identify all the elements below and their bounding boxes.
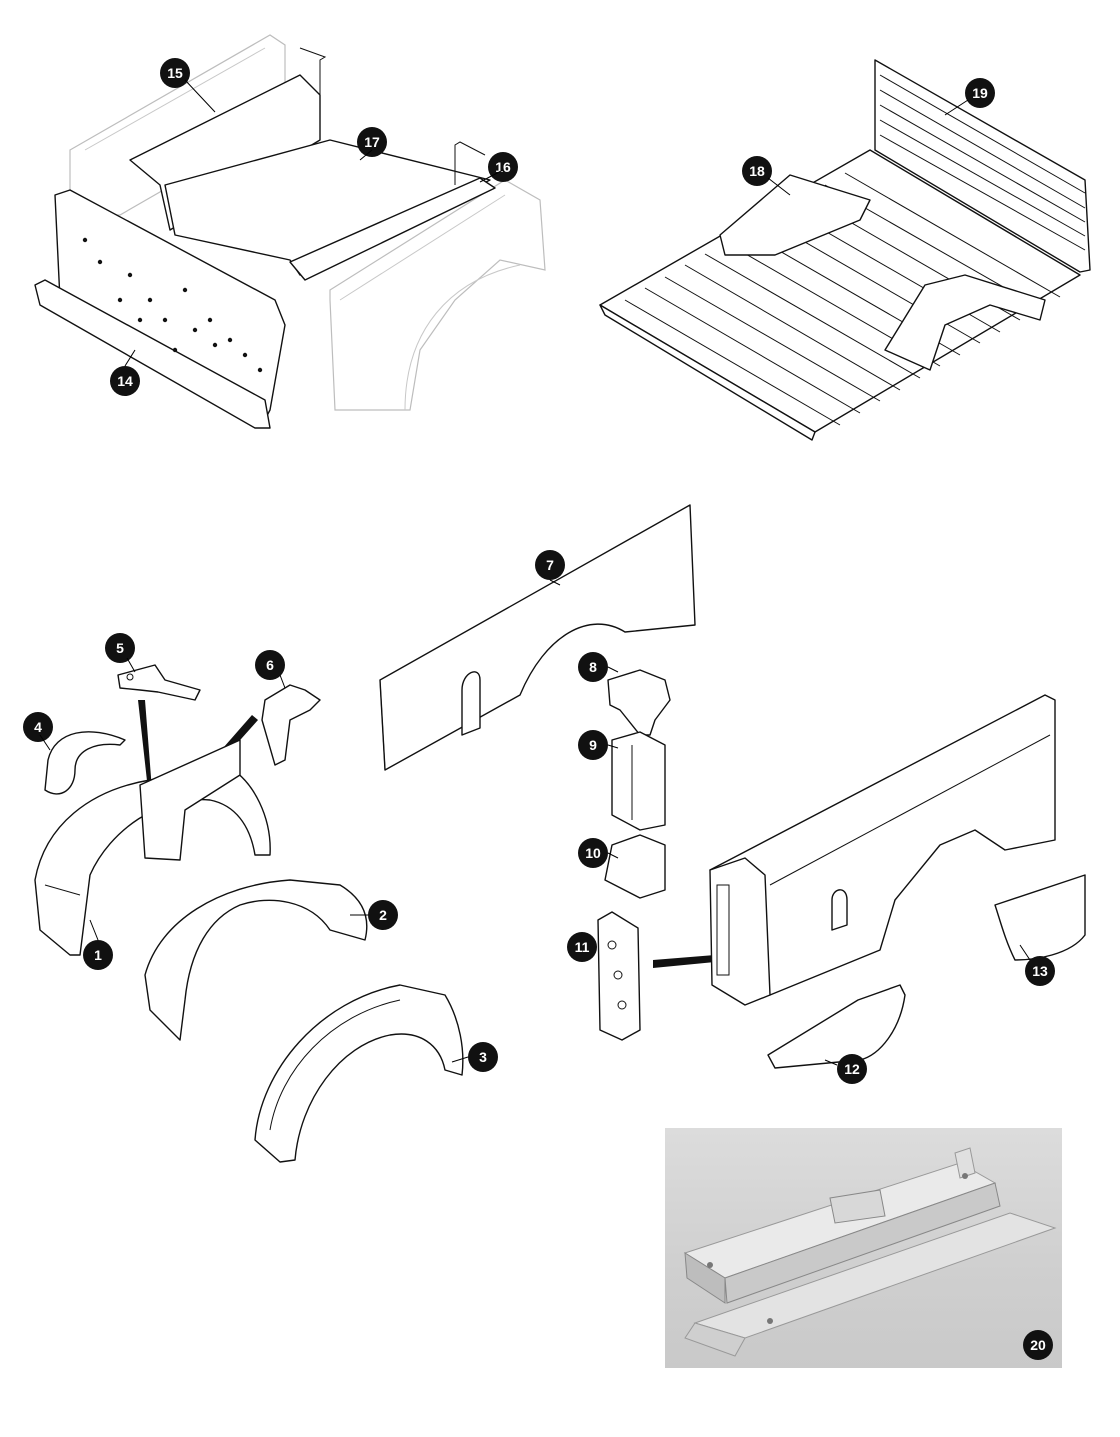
part-18-floor-panel [599,149,1081,441]
callout-2: 2 [368,900,398,930]
part-13-closing-panel [994,874,1086,961]
part-7-inner-side-panel [379,504,696,771]
callout-8: 8 [578,652,608,682]
callout-10: 10 [578,838,608,868]
crossmember-holes [82,237,263,373]
callout-3: 3 [468,1042,498,1072]
callout-11: 11 [567,932,597,962]
part-5-bracket [117,664,201,701]
callout-17: 17 [357,127,387,157]
callout-4: 4 [23,712,53,742]
part-9-channel [611,731,666,831]
part-20-photo [665,1128,1062,1368]
body-side-panel [709,694,1056,1006]
part-4-arch-cap [44,731,126,795]
callout-1: 1 [83,940,113,970]
part-3-outer-arch [254,984,464,1163]
rear-body-ghost [69,34,546,411]
part-11-plate [597,911,641,1041]
callout-12: 12 [837,1054,867,1084]
part-19-headboard [874,59,1091,273]
callout-7: 7 [535,550,565,580]
part-6-bracket [261,684,321,766]
callout-18: 18 [742,156,772,186]
part-8-top-capping [607,669,671,736]
part-14-rear-crossmember [34,189,286,429]
leader-11 [653,955,715,968]
callout-15: 15 [160,58,190,88]
callout-9: 9 [578,730,608,760]
callout-13: 13 [1025,956,1055,986]
part-10-base [604,834,666,899]
callout-20: 20 [1023,1330,1053,1360]
callout-19: 19 [965,78,995,108]
callout-16: 16 [488,152,518,182]
part-2-arch [144,879,368,1041]
callout-14: 14 [110,366,140,396]
part-1-inner-arch [34,739,271,956]
callout-5: 5 [105,633,135,663]
sill-channels-image [683,1147,1057,1357]
part-16-side-rail [289,47,496,281]
